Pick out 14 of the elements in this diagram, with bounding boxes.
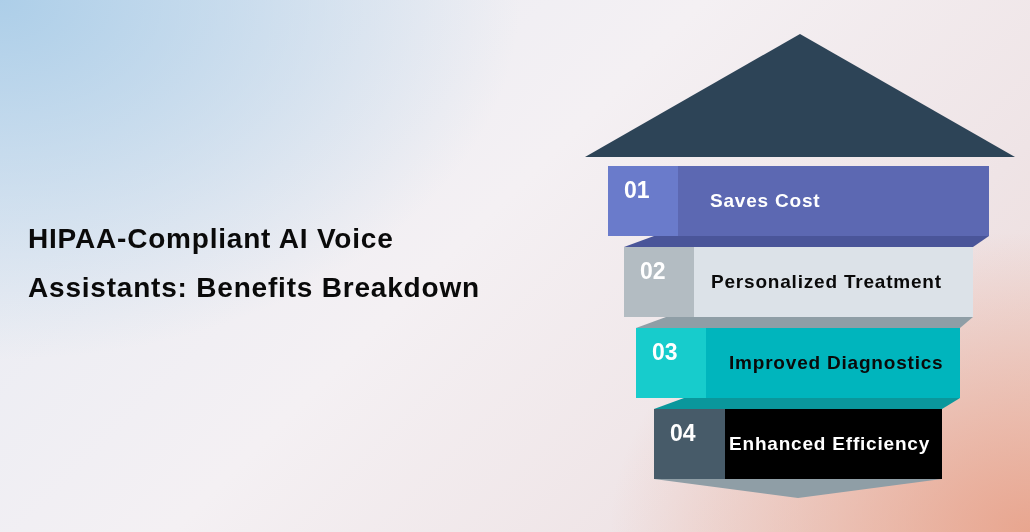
title: HIPAA-Compliant AI Voice Assistants: Benefits Breakdown: [28, 222, 481, 305]
step-band: [636, 328, 960, 398]
step-band: [608, 166, 989, 236]
benefit-label: Saves Cost: [710, 189, 821, 213]
benefit-label: Personalized Treatment: [711, 270, 942, 294]
step-number: 04: [670, 420, 696, 446]
benefit-label: Improved Diagnostics: [729, 351, 944, 375]
roof-triangle: [585, 34, 1015, 157]
benefit-label: Enhanced Efficiency: [729, 432, 931, 456]
step-number: 03: [652, 339, 678, 365]
step-band: [654, 409, 942, 479]
step-number: 02: [640, 258, 666, 284]
step-band: [624, 247, 973, 317]
step-number: 01: [624, 177, 650, 203]
